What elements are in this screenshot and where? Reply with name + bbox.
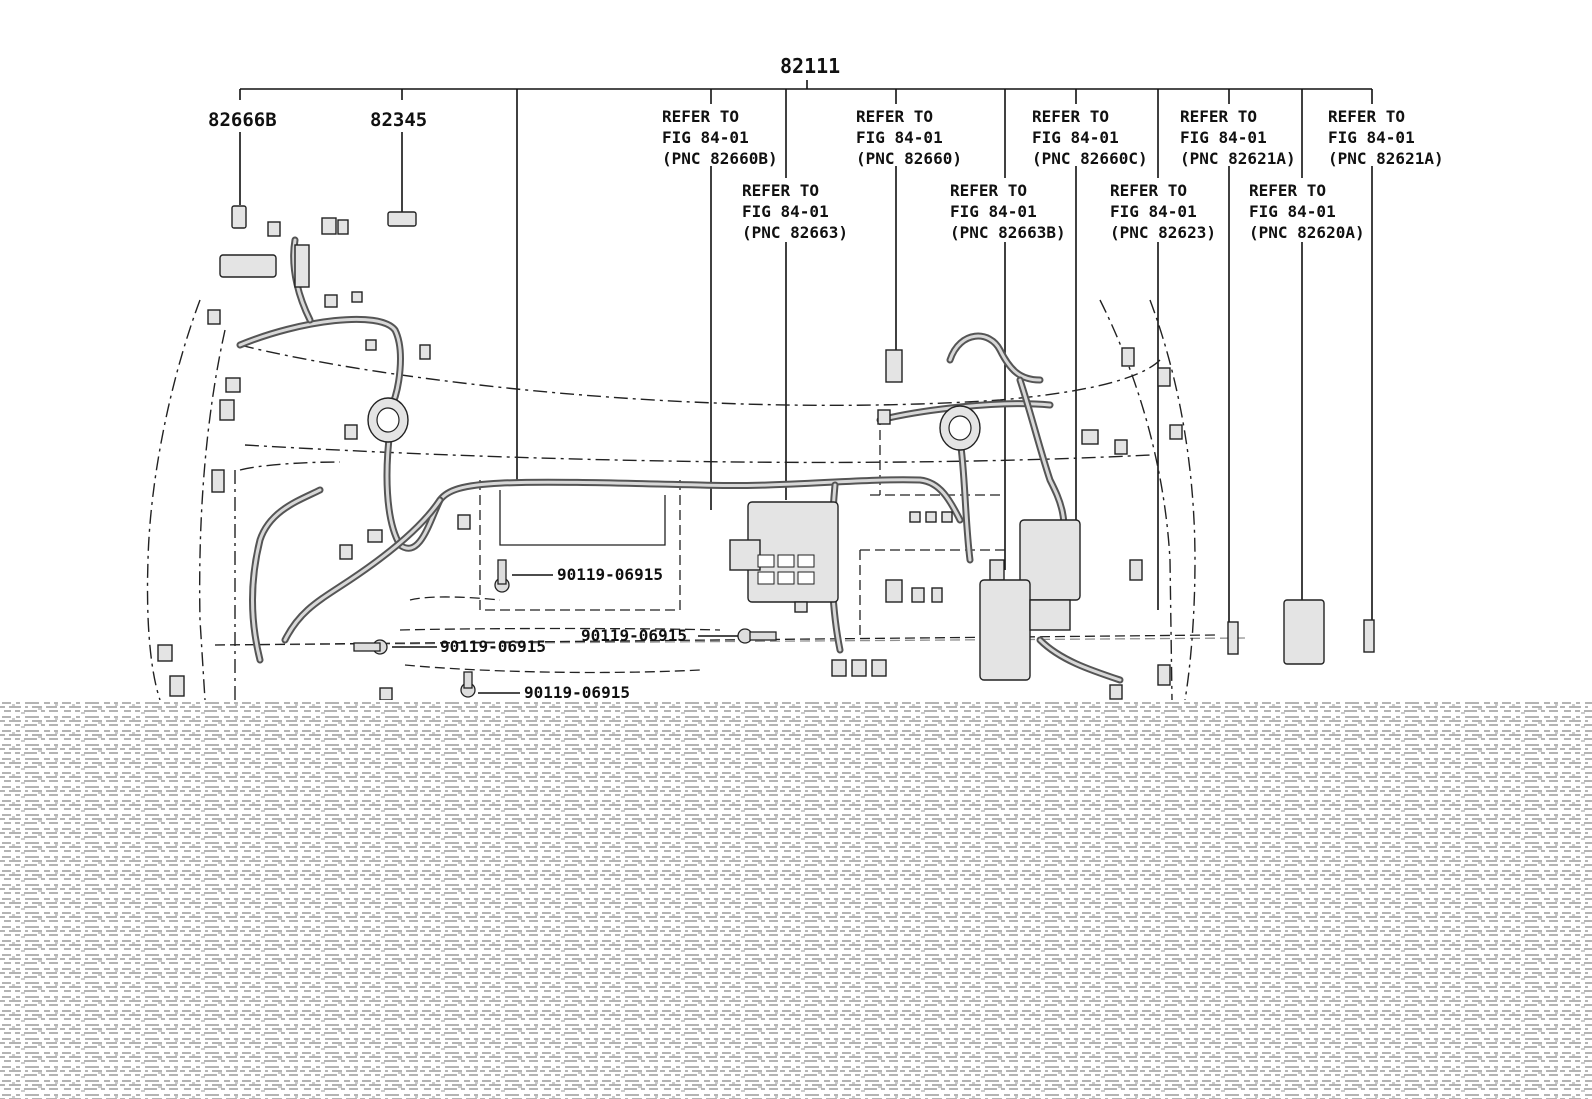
- reference-label-82621a-2: REFER TO FIG 84-01 (PNC 82621A): [1328, 107, 1444, 168]
- svg-text:REFER TO: REFER TO: [742, 181, 819, 200]
- reference-label-82663: REFER TO FIG 84-01 (PNC 82663): [742, 181, 848, 242]
- svg-text:REFER TO: REFER TO: [1249, 181, 1326, 200]
- connector-82345-icon: [387, 211, 417, 227]
- svg-text:(PNC 82620A): (PNC 82620A): [1249, 223, 1365, 242]
- svg-text:(PNC 82660): (PNC 82660): [856, 149, 962, 168]
- reference-label-82660c: REFER TO FIG 84-01 (PNC 82660C): [1032, 107, 1148, 168]
- svg-text:(PNC 82660B): (PNC 82660B): [662, 149, 778, 168]
- grommets: [367, 397, 981, 451]
- bolt-1-icon: [494, 559, 510, 593]
- svg-text:FIG 84-01: FIG 84-01: [1249, 202, 1336, 221]
- svg-text:(PNC 82660C): (PNC 82660C): [1032, 149, 1148, 168]
- connector-82666b-icon: [231, 205, 247, 229]
- connector-82620a-icon: [1283, 599, 1325, 665]
- svg-text:(PNC 82623): (PNC 82623): [1110, 223, 1216, 242]
- svg-text:FIG 84-01: FIG 84-01: [662, 128, 749, 147]
- connector-82621a-icon: [1227, 621, 1239, 655]
- svg-text:(PNC 82663B): (PNC 82663B): [950, 223, 1066, 242]
- svg-text:REFER TO: REFER TO: [1180, 107, 1257, 126]
- reference-label-82623: REFER TO FIG 84-01 (PNC 82623): [1110, 181, 1216, 242]
- main-part-leader: [239, 80, 1373, 480]
- bolt-label-3: 90119-06915: [581, 626, 687, 645]
- svg-text:(PNC 82621A): (PNC 82621A): [1328, 149, 1444, 168]
- svg-text:REFER TO: REFER TO: [1110, 181, 1187, 200]
- svg-text:FIG 84-01: FIG 84-01: [856, 128, 943, 147]
- bolt-label-4: 90119-06915: [524, 683, 630, 702]
- svg-text:REFER TO: REFER TO: [662, 107, 739, 126]
- svg-text:REFER TO: REFER TO: [1032, 107, 1109, 126]
- part-label-82345: 82345: [370, 109, 427, 131]
- part-leaders: [239, 132, 1373, 625]
- part-label-82666b: 82666B: [208, 109, 277, 131]
- svg-text:REFER TO: REFER TO: [856, 107, 933, 126]
- svg-text:FIG 84-01: FIG 84-01: [1328, 128, 1415, 147]
- svg-text:FIG 84-01: FIG 84-01: [950, 202, 1037, 221]
- connector-82621a-2-icon: [1363, 619, 1375, 653]
- reference-label-82660: REFER TO FIG 84-01 (PNC 82660): [856, 107, 962, 168]
- svg-text:FIG 84-01: FIG 84-01: [1180, 128, 1267, 147]
- svg-text:REFER TO: REFER TO: [950, 181, 1027, 200]
- junction-block-icon: [729, 501, 839, 613]
- reference-label-82621a-1: REFER TO FIG 84-01 (PNC 82621A): [1180, 107, 1296, 168]
- vehicle-body-outline: [146, 299, 1246, 701]
- wire-harness: [236, 236, 1124, 684]
- connectors: [157, 205, 1375, 701]
- bolt-leaders: [392, 574, 738, 694]
- svg-text:(PNC 82663): (PNC 82663): [742, 223, 848, 242]
- svg-text:FIG 84-01: FIG 84-01: [742, 202, 829, 221]
- svg-text:REFER TO: REFER TO: [1328, 107, 1405, 126]
- main-part-number: 82111: [780, 54, 840, 78]
- reference-label-82660b: REFER TO FIG 84-01 (PNC 82660B): [662, 107, 778, 168]
- connector-82660-icon: [885, 349, 903, 383]
- bolt-label-1: 90119-06915: [557, 565, 663, 584]
- reference-label-82620a: REFER TO FIG 84-01 (PNC 82620A): [1249, 181, 1365, 242]
- svg-text:FIG 84-01: FIG 84-01: [1110, 202, 1197, 221]
- reference-label-82663b: REFER TO FIG 84-01 (PNC 82663B): [950, 181, 1066, 242]
- scan-noise-area: [0, 700, 1592, 1099]
- bolt-2-icon: [353, 639, 388, 655]
- bolt-label-2: 90119-06915: [440, 637, 546, 656]
- svg-text:(PNC 82621A): (PNC 82621A): [1180, 149, 1296, 168]
- svg-text:FIG 84-01: FIG 84-01: [1032, 128, 1119, 147]
- bolt-4-icon: [460, 671, 476, 698]
- fuse-icons: [909, 511, 953, 523]
- bolt-icons: [353, 559, 777, 698]
